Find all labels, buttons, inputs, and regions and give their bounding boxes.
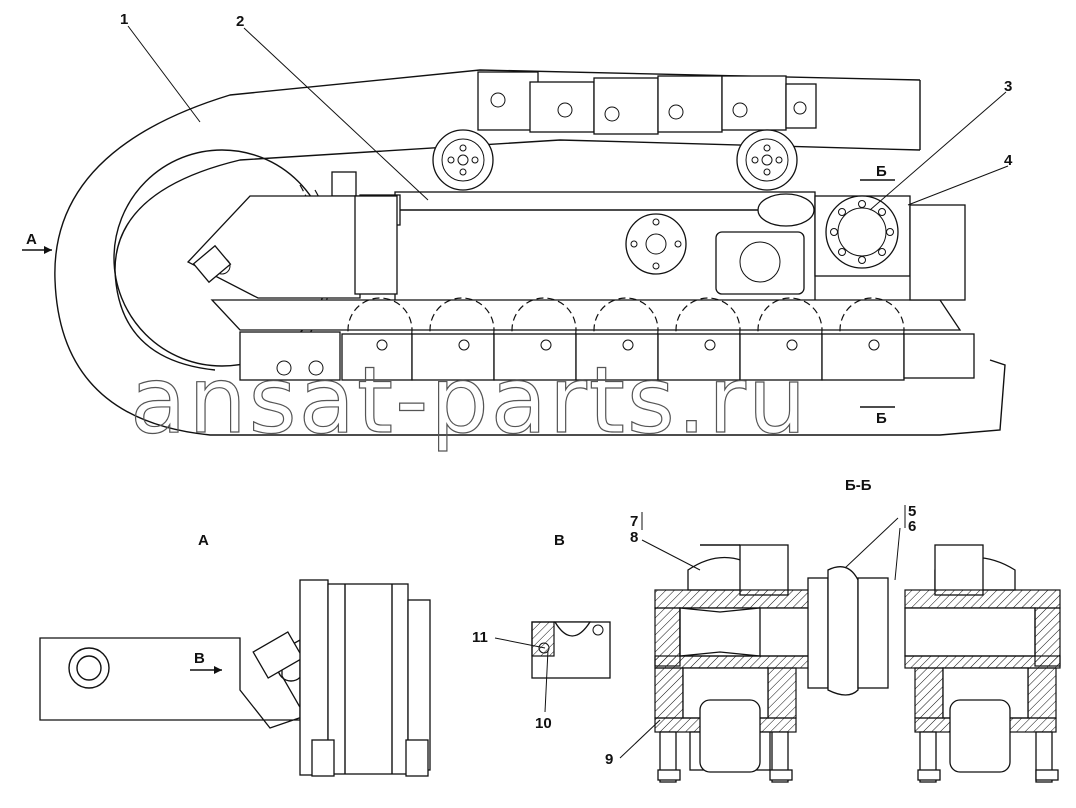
view-arrow-a: A [26,231,37,248]
callout-1: 1 [120,11,128,28]
callout-3: 3 [1004,78,1012,95]
lower-track-links [239,331,975,381]
flange-plate [715,231,805,295]
main-view [22,69,1006,436]
view-a-title: A [198,532,209,549]
upper-track-links [477,71,817,135]
section-bb-title: Б-Б [845,477,872,494]
leader-lines [127,25,1009,759]
view-b-title: B [554,532,565,549]
view-b [531,621,611,679]
callout-4: 4 [1004,152,1013,169]
callout-10: 10 [535,715,552,732]
drive-flange [757,193,966,301]
view-arrow-v: B [194,650,205,667]
carrier-roller-left [432,129,494,191]
section-bb [654,544,1061,783]
section-arrow-b-top: Б [876,163,887,180]
view-a [39,579,431,777]
callout-8: 8 [630,529,638,546]
carrier-roller-right [736,129,798,191]
callout-6: 6 [908,518,916,535]
section-arrow-b-bottom: Б [876,410,887,427]
callout-5: 5 [908,503,916,520]
callout-2: 2 [236,13,244,30]
callout-11: 11 [472,629,488,646]
frame-hub [625,213,687,275]
callout-7: 7 [630,513,638,530]
callout-9: 9 [605,751,613,768]
track-belt [54,69,1006,436]
watermark-text: ansat-parts.ru [130,347,808,454]
